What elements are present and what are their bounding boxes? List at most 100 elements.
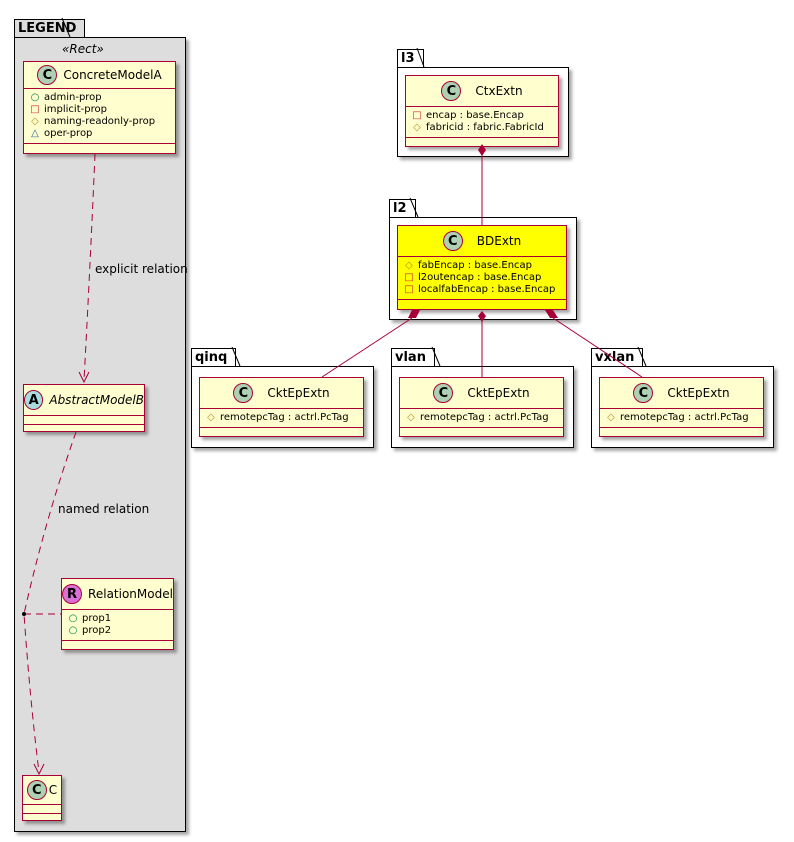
class-name: CktEpExtn	[667, 386, 730, 400]
class-header: C C	[23, 776, 61, 805]
protected-visibility-icon: ◇	[607, 412, 615, 423]
class-cktepextn-vxlan[interactable]: C CktEpExtn ◇remotepcTag : actrl.PcTag	[599, 377, 764, 437]
relation-label-named: named relation	[58, 502, 150, 516]
private-visibility-icon: □	[412, 110, 422, 121]
package-tab-slant	[409, 197, 419, 218]
package-tab-slant	[416, 47, 425, 68]
attribute-text: remotepcTag : actrl.PcTag	[420, 412, 549, 423]
legend-package: LEGEND	[14, 19, 186, 832]
composition-edge	[552, 317, 643, 378]
attribute-text: prop1	[82, 613, 112, 624]
public-visibility-icon: ○	[68, 613, 78, 624]
attribute: ◇ fabricid : fabric.FabricId	[412, 122, 552, 134]
package-tab-slant	[231, 346, 241, 367]
class-badge-icon: C	[442, 231, 463, 251]
class-header: C BDExtn	[398, 226, 566, 257]
class-name: CtxExtn	[475, 84, 523, 98]
class-header: C CktEpExtn	[200, 378, 363, 409]
attribute: ◇ remotepcTag : actrl.PcTag	[406, 412, 557, 424]
class-name: CktEpExtn	[467, 386, 530, 400]
junction-dot-icon	[22, 612, 26, 616]
composition-diamond-icon	[478, 144, 486, 156]
protected-visibility-icon: ◇	[405, 260, 413, 271]
attribute: ◇remotepcTag : actrl.PcTag	[206, 412, 357, 424]
composition-diamond-icon	[545, 310, 558, 318]
attribute-text: remotepcTag : actrl.PcTag	[620, 412, 749, 423]
package-tab: vxlan	[591, 348, 644, 366]
class-header: C CtxExtn	[406, 76, 558, 107]
attribute: △ oper-prop	[30, 128, 169, 140]
class-attributes	[24, 416, 144, 425]
attribute: □localfabEncap : base.Encap	[404, 284, 560, 296]
class-badge-icon: C	[26, 780, 47, 800]
attribute-text: implicit-prop	[44, 104, 107, 115]
package-tab: l2	[389, 199, 416, 217]
attribute: □ encap : base.Encap	[412, 110, 552, 122]
legend-package-tab: LEGEND	[14, 19, 86, 37]
attribute: ○ prop2	[68, 625, 167, 637]
class-c[interactable]: C C	[22, 775, 62, 821]
attribute-text: naming-readonly-prop	[44, 116, 156, 127]
class-concrete-model-a[interactable]: C ConcreteModelA ○ admin-prop □ implicit-p…	[23, 61, 176, 154]
class-header: C ConcreteModelA	[24, 62, 175, 89]
class-cktepextn-qinq[interactable]: C CktEpExtn ◇remotepcTag : actrl.PcTag	[199, 377, 364, 437]
class-attributes	[23, 805, 61, 814]
class-header: R RelationModel	[62, 579, 173, 610]
class-name: RelationModel	[88, 587, 173, 601]
protected-visibility-icon: ◇	[407, 412, 415, 423]
class-ctxextn[interactable]: C CtxExtn □ encap : base.Encap ◇ fabricid …	[405, 75, 559, 147]
class-badge-icon: C	[441, 81, 462, 101]
package-visibility-icon: △	[31, 128, 39, 139]
relation-badge-icon: R	[62, 584, 83, 604]
explicit-relation-edge	[83, 153, 96, 381]
protected-visibility-icon: ◇	[413, 122, 421, 133]
attribute: ◇ remotepcTag : actrl.PcTag	[606, 412, 757, 424]
attribute-text: oper-prop	[44, 128, 93, 139]
class-attributes: ◇fabEncap : base.Encap □l2outencap : bas…	[398, 257, 566, 300]
class-name: BDExtn	[476, 234, 522, 248]
legend-stereotype: «Rect»	[62, 42, 104, 56]
attribute: □ implicit-prop	[30, 104, 169, 116]
public-visibility-icon: ○	[68, 625, 78, 636]
relation-label-explicit: explicit relation	[95, 262, 188, 276]
class-header: C CktEpExtn	[400, 378, 563, 409]
class-name: CktEpExtn	[267, 386, 330, 400]
class-badge-icon: C	[433, 383, 454, 403]
attribute-text: fabricid : fabric.FabricId	[426, 122, 544, 133]
arrowhead-icon	[33, 763, 45, 776]
attribute-text: l2outencap : base.Encap	[418, 272, 542, 283]
class-bdextn[interactable]: C BDExtn ◇fabEncap : base.Encap □l2outen…	[397, 225, 567, 310]
attribute-text: prop2	[82, 625, 112, 636]
named-relation-edge	[23, 431, 77, 773]
class-attributes: ◇ remotepcTag : actrl.PcTag	[400, 409, 563, 428]
private-visibility-icon: □	[30, 104, 40, 115]
attribute: □l2outencap : base.Encap	[404, 272, 560, 284]
public-visibility-icon: ○	[30, 92, 40, 103]
class-cktepextn-vlan[interactable]: C CktEpExtn ◇ remotepcTag : actrl.PcTag	[399, 377, 564, 437]
class-name: C	[48, 783, 58, 797]
attribute: ○ prop1	[68, 613, 167, 625]
attribute: ◇ fabEncap : base.Encap	[404, 260, 560, 272]
class-attributes: ◇ remotepcTag : actrl.PcTag	[600, 409, 763, 428]
class-attributes: ○ prop1 ○ prop2	[62, 610, 173, 641]
class-name: AbstractModelB	[49, 393, 144, 407]
class-badge-icon: C	[37, 65, 58, 85]
attribute-text: remotepcTag : actrl.PcTag	[220, 412, 349, 423]
class-header: A AbstractModelB	[24, 385, 144, 416]
abstract-badge-icon: A	[24, 390, 44, 410]
package-tab: vlan	[391, 348, 435, 366]
private-visibility-icon: □	[404, 284, 414, 295]
composition-edge	[321, 317, 413, 378]
class-abstract-model-b[interactable]: A AbstractModelB	[23, 384, 145, 432]
package-tab-slant	[431, 346, 441, 367]
attribute-text: admin-prop	[44, 92, 102, 103]
protected-visibility-icon: ◇	[31, 116, 39, 127]
class-name: ConcreteModelA	[63, 68, 162, 82]
class-relation-model[interactable]: R RelationModel ○ prop1 ○ prop2	[61, 578, 174, 650]
attribute-text: fabEncap : base.Encap	[418, 260, 532, 271]
package-tab: l3	[397, 49, 424, 67]
class-attributes: □ encap : base.Encap ◇ fabricid : fabric.F…	[406, 107, 558, 138]
attribute-text: encap : base.Encap	[426, 110, 524, 121]
